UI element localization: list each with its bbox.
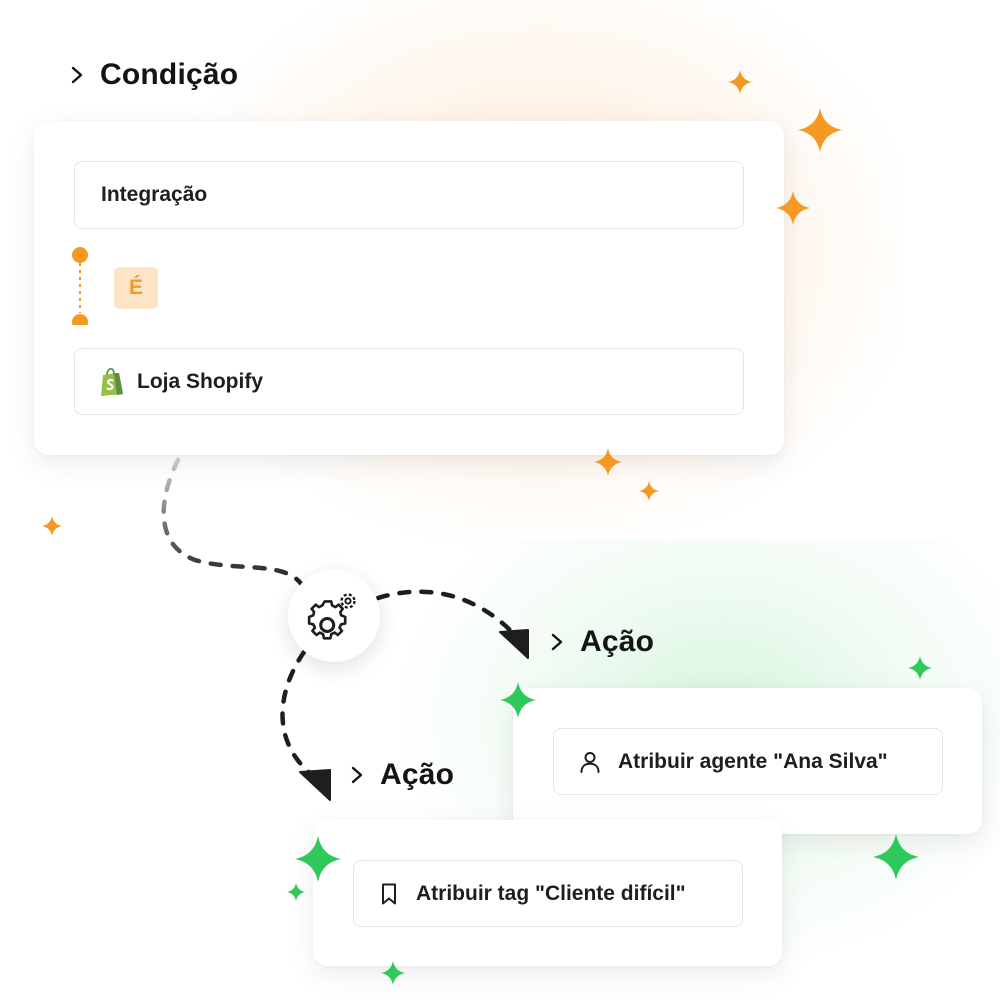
sparkle-icon xyxy=(500,682,536,718)
connector-condition-to-gear xyxy=(161,457,305,588)
shopify-store-label: Loja Shopify xyxy=(137,369,263,393)
chevron-right-icon xyxy=(350,766,368,784)
sparkle-icon xyxy=(42,516,62,536)
sparkle-icon xyxy=(798,108,842,152)
assign-agent-label: Atribuir agente "Ana Silva" xyxy=(618,749,888,773)
sparkle-icon xyxy=(594,448,622,476)
sparkle-icon xyxy=(639,481,659,501)
action-heading-2[interactable]: Ação xyxy=(350,758,454,792)
shopify-store-field[interactable]: Loja Shopify xyxy=(74,348,744,415)
action-heading-1[interactable]: Ação xyxy=(550,625,654,659)
condition-heading[interactable]: Condição xyxy=(70,58,238,92)
condition-card: Integração É Loja Shopify xyxy=(34,121,784,455)
condition-heading-label: Condição xyxy=(100,58,239,91)
connector-gear-to-action-1 xyxy=(375,589,515,635)
connector-gear-to-action-2 xyxy=(280,649,315,778)
operator-connector-icon xyxy=(72,247,88,325)
chevron-right-icon xyxy=(550,633,568,651)
action-heading-2-label: Ação xyxy=(380,758,455,791)
arrowhead-action-1 xyxy=(499,629,529,659)
sparkle-icon xyxy=(873,834,919,880)
operator-badge[interactable]: É xyxy=(114,267,158,309)
action-card-1: Atribuir agente "Ana Silva" xyxy=(513,688,982,834)
assign-tag-field[interactable]: Atribuir tag "Cliente difícil" xyxy=(353,860,743,927)
sparkle-icon xyxy=(776,191,810,225)
bookmark-icon xyxy=(378,882,400,906)
sparkle-icon xyxy=(295,836,341,882)
user-icon xyxy=(578,750,602,774)
action-card-2: Atribuir tag "Cliente difícil" xyxy=(313,820,782,966)
arrowhead-action-2 xyxy=(299,769,331,801)
sparkle-icon xyxy=(908,656,932,680)
shopify-bag-icon xyxy=(97,367,125,397)
assign-tag-label: Atribuir tag "Cliente difícil" xyxy=(416,881,686,905)
sparkle-icon xyxy=(728,70,752,94)
sparkle-icon xyxy=(287,883,305,901)
automation-node[interactable] xyxy=(288,570,380,662)
integration-field-label: Integração xyxy=(101,183,208,206)
gears-icon xyxy=(307,593,356,640)
action-heading-1-label: Ação xyxy=(580,625,655,658)
integration-field[interactable]: Integração xyxy=(74,161,744,229)
sparkle-icon xyxy=(381,961,405,985)
assign-agent-field[interactable]: Atribuir agente "Ana Silva" xyxy=(553,728,943,795)
chevron-right-icon xyxy=(70,66,88,84)
